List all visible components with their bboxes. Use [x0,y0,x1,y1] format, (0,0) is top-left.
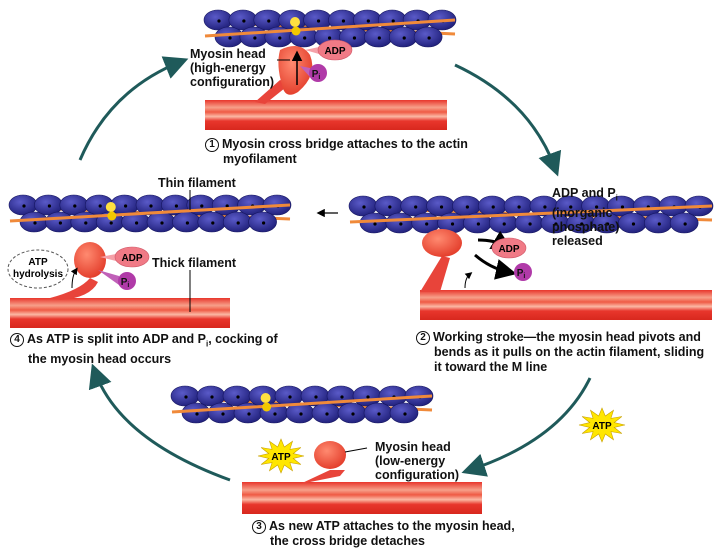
adp-label: ADP [121,253,142,264]
actin-bead [669,212,699,234]
myosin-head-4: ATP hydrolysis [7,242,106,300]
cycle-arrow-1-to-2 [454,63,562,177]
troponin [290,17,301,36]
cycle-arrow-2-to-3 [461,377,592,477]
actin-bead [239,26,269,48]
actin-bead [181,402,211,424]
pi-molecule: Pi [514,263,532,281]
thick-filament-2 [420,290,712,320]
actin-bead [311,402,341,424]
actin-bead [300,385,330,407]
troponin [105,202,117,221]
actin-bead [644,212,673,234]
atp-star-free: ATP [578,407,626,443]
pi-label: Pi [312,69,321,81]
actin-filament-4 [170,385,434,424]
actin-bead [214,26,244,48]
actin-bead [388,26,418,48]
actin-bead [45,211,74,233]
actin-bead [385,212,415,234]
actin-bead [222,211,252,233]
atp-star-bound: ATP [257,438,305,474]
pi-molecule: Pi [300,64,327,82]
thin-filament-label: Thin filament [158,176,236,190]
actin-filament-2 [8,194,292,233]
adp-molecule: ADP [305,39,353,61]
cycle-arrow-4-to-1 [78,56,189,161]
actin-bead [207,402,237,424]
thick-filament-3 [242,482,482,514]
pi-molecule: Pi [98,270,136,290]
atp-label: ATP [28,257,48,268]
cycle-arrows [78,56,592,482]
adp-molecule: ADP [100,246,150,268]
actin-bead [348,195,378,217]
actin-bead [197,211,227,233]
atp-hydrolysis-bubble [7,249,69,289]
actin-bead [413,26,443,48]
atp-label: ATP [271,452,291,463]
actin-bead [374,195,404,217]
adp-label: ADP [498,244,519,255]
actin-bead [363,402,393,424]
adp-label: ADP [324,46,345,57]
hydrolysis-label: hydrolysis [13,269,63,280]
actin-bead [337,402,367,424]
actin-bead [146,211,176,233]
cycle-arrow-3-to-4 [88,363,231,482]
myosin-head-2 [420,229,517,292]
leader-lines [189,59,368,453]
actin-bead [359,212,389,234]
pi-label: Pi [517,268,526,280]
actin-bead [34,194,63,216]
actin-bead [389,402,419,424]
actin-bead [203,9,233,31]
actin-bead [529,195,559,217]
actin-bead [172,211,201,233]
atp-label: ATP [592,421,612,432]
myosin-head-3 [300,441,346,484]
pi-label: Pi [121,277,130,289]
myosin-head-1 [255,46,313,104]
actin-bead [364,26,393,48]
thick-filament-1 [205,100,447,130]
actin-bead [19,211,49,233]
actin-bead [400,195,429,217]
actin-filament-3 [348,195,714,234]
actin-filament-1 [203,9,457,48]
actin-bead [59,194,89,216]
adp-molecule: ADP [491,237,527,259]
actin-bead [618,212,647,234]
troponin [260,393,272,412]
thick-filament-label: Thick filament [152,256,237,270]
thick-filament-4 [10,298,230,328]
actin-bead [248,211,277,233]
